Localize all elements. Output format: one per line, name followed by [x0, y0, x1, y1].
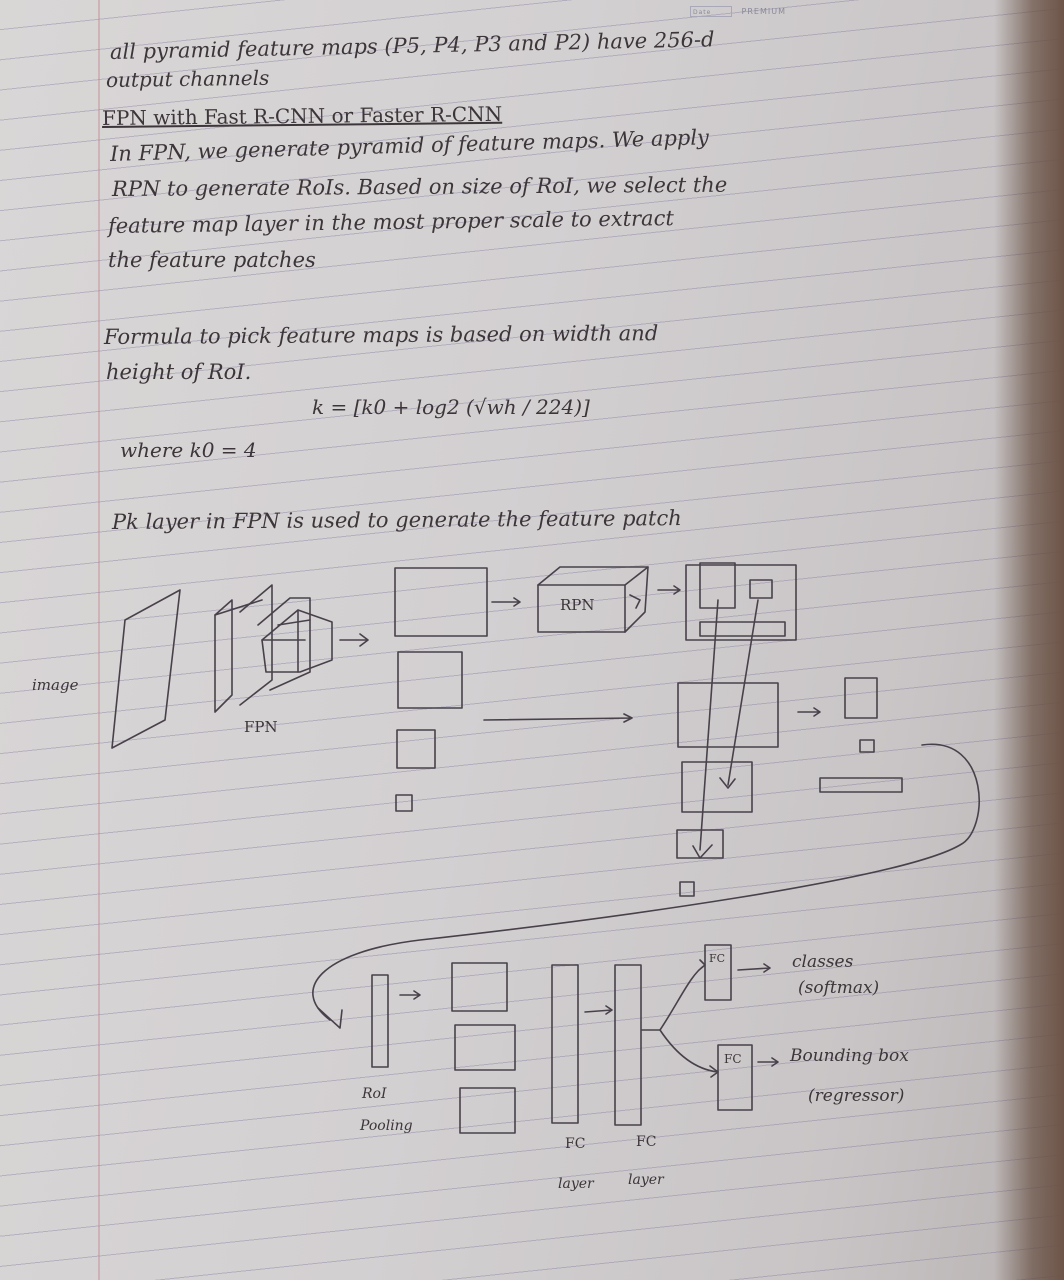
pooling-label: Pooling [360, 1118, 413, 1134]
feature-maps-column [394, 567, 633, 812]
softmax-label: (softmax) [798, 978, 880, 998]
brand-label: PREMIUM [741, 7, 787, 16]
date-box: Date [690, 6, 732, 17]
fc-box-top-label: FC [709, 952, 726, 965]
date-label: Date [693, 9, 712, 16]
fc-layer-1-label-bottom: layer [558, 1176, 594, 1192]
notebook-header: Date PREMIUM [690, 6, 786, 17]
fc-layer-1-label-top: FC [565, 1136, 586, 1152]
rpn-label: RPN [560, 596, 595, 614]
roi-pooling-block [371, 962, 516, 1134]
margin-line [98, 0, 100, 1280]
bounding-box-label: Bounding box [790, 1046, 909, 1066]
image-plane [111, 589, 181, 749]
paragraph-line-4: the feature patches [108, 248, 316, 272]
roi-label: RoI [362, 1086, 387, 1102]
formula: k = [k0 + log2 (√wh / 224)] [312, 395, 590, 419]
fpn-label: FPN [244, 718, 278, 736]
regressor-label: (regressor) [808, 1086, 905, 1106]
fc-layers-block [551, 944, 779, 1126]
fc-layer-2-label-top: FC [636, 1134, 657, 1150]
fpn-block [214, 584, 369, 713]
roi-feature-map [685, 562, 797, 641]
classes-label: classes [792, 952, 854, 972]
fc-layer-2-label-bottom: layer [628, 1172, 664, 1188]
formula-intro-line-2: height of RoI. [106, 360, 252, 384]
pyramid-level-maps [676, 599, 903, 897]
rpn-block [537, 566, 681, 633]
page-edge-shadow [994, 0, 1064, 1280]
curved-connector [312, 743, 980, 1029]
fc-box-bottom-label: FC [724, 1052, 742, 1066]
image-label: image [32, 676, 79, 694]
formula-where: where k0 = 4 [120, 438, 257, 462]
